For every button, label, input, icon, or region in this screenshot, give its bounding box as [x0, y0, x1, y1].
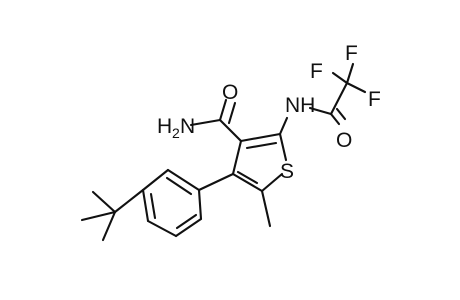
- bond-benzene-5: [174, 217, 203, 238]
- atom-label-f2: F: [345, 42, 358, 65]
- bond-tbutyl-methyl-3: [80, 210, 117, 222]
- atom-label-h2n-prefix: H: [157, 115, 172, 138]
- atom-labels: O H 2 N NH O F F F S: [157, 42, 381, 183]
- bond-c5-methyl: [260, 189, 272, 228]
- bond-cf3-f2: [345, 62, 355, 85]
- bond-benzene-5-inner: [175, 213, 198, 230]
- atom-label-f1: F: [310, 60, 323, 83]
- bond-nh-c: [308, 106, 333, 116]
- bond-c2-nh: [278, 116, 289, 136]
- bond-c2-s: [278, 132, 288, 162]
- bond-acyl-c-cf3: [329, 81, 349, 116]
- bond-benzene-4: [146, 219, 178, 238]
- bond-c3-c2: [239, 132, 282, 143]
- atom-label-s: S: [280, 160, 294, 183]
- bond-c5-c4: [231, 172, 264, 193]
- atom-label-o-amide: O: [222, 81, 238, 104]
- atom-label-h2n-suffix: N: [180, 115, 195, 138]
- bond-amide-c-o-2: [227, 101, 237, 125]
- bond-carboxamide-ring: [218, 118, 243, 143]
- bond-benzene-1-inner: [165, 176, 193, 196]
- bond-tbutyl-methyl-2: [101, 210, 117, 242]
- bond-acyl-c-o-1: [329, 112, 341, 126]
- bond-cf3-f1: [331, 71, 349, 85]
- bond-benzene-3-inner: [149, 192, 157, 220]
- bond-c4-c3: [231, 139, 243, 176]
- bond-c3-c2-inner: [245, 141, 278, 150]
- bond-s-c5: [260, 172, 284, 193]
- bond-aryl-tbutyl: [113, 188, 145, 214]
- bond-benzene-3: [141, 188, 150, 223]
- atom-label-nh: NH: [285, 94, 315, 117]
- bond-benzene-6: [197, 188, 203, 221]
- bonds: [80, 62, 367, 242]
- bond-amide-c-n: [189, 118, 222, 127]
- bond-benzene-1: [166, 168, 201, 192]
- atom-label-f3: F: [368, 88, 381, 111]
- bond-thiophene-aryl: [197, 172, 235, 192]
- bond-c5-c4-inner: [236, 170, 259, 185]
- atom-label-o-acyl: O: [336, 129, 352, 152]
- bond-amide-c-o-1: [218, 98, 228, 122]
- bond-acyl-c-o-2: [335, 107, 347, 121]
- atom-label-h2n-subscript: 2: [172, 125, 180, 141]
- bond-tbutyl-methyl-1: [91, 190, 117, 214]
- bond-benzene-2: [141, 168, 170, 192]
- bond-cf3-f3: [345, 81, 367, 94]
